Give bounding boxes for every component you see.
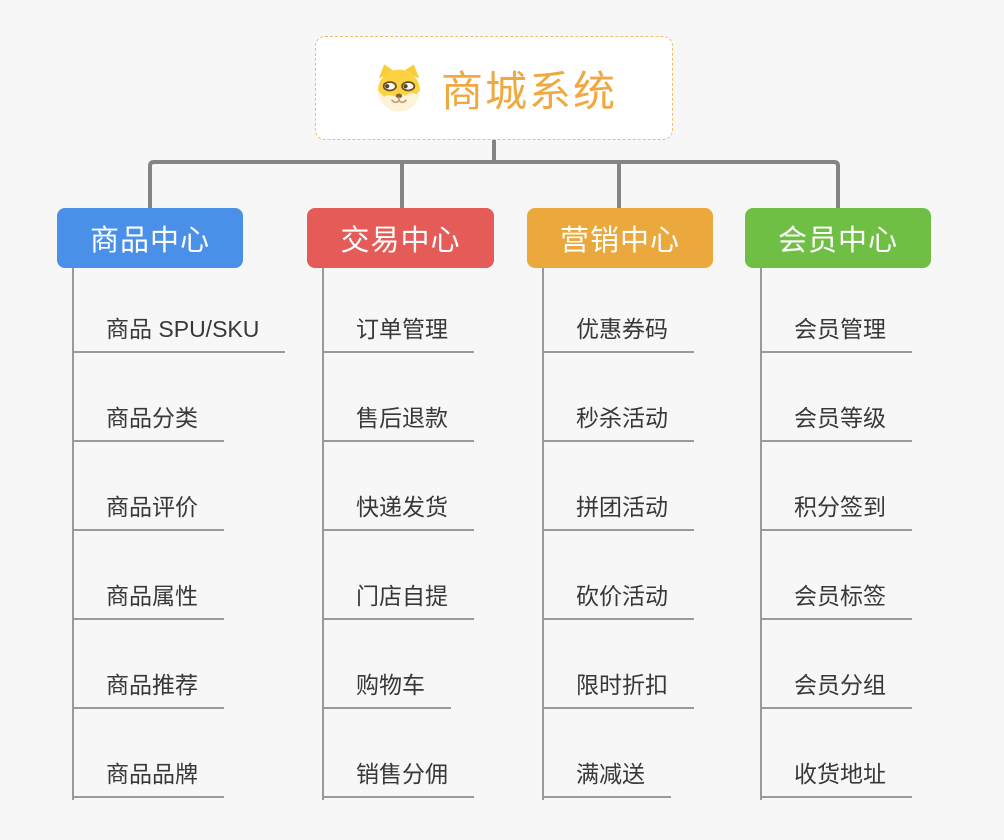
tree-node[interactable]: 会员管理 (760, 313, 912, 353)
tree-node[interactable]: 会员分组 (760, 669, 912, 709)
tree-node[interactable]: 订单管理 (322, 313, 474, 353)
tree-node[interactable]: 优惠券码 (542, 313, 694, 353)
tree-node[interactable]: 限时折扣 (542, 669, 694, 709)
tree-node[interactable]: 商品属性 (72, 580, 224, 620)
tree-node[interactable]: 快递发货 (322, 491, 474, 531)
branch-trunk-line (72, 268, 74, 800)
tree-node[interactable]: 商品 SPU/SKU (72, 313, 286, 353)
tree-node[interactable]: 积分签到 (760, 491, 912, 531)
branch-header[interactable]: 商品中心 (57, 208, 243, 268)
tree-node[interactable]: 秒杀活动 (542, 402, 694, 442)
shiba-dog-icon (377, 64, 420, 112)
tree-node[interactable]: 商品品牌 (72, 758, 224, 798)
tree-node[interactable]: 商品评价 (72, 491, 224, 531)
tree-node[interactable]: 门店自提 (322, 580, 474, 620)
tree-node[interactable]: 销售分佣 (322, 758, 474, 798)
branch-header[interactable]: 营销中心 (527, 208, 713, 268)
tree-node[interactable]: 满减送 (542, 758, 671, 798)
tree-node[interactable]: 商品推荐 (72, 669, 224, 709)
tree-node[interactable]: 会员标签 (760, 580, 912, 620)
branch-header[interactable]: 交易中心 (307, 208, 494, 268)
tree-node[interactable]: 砍价活动 (542, 580, 694, 620)
tree-node[interactable]: 商品分类 (72, 402, 224, 442)
tree-node[interactable]: 收货地址 (760, 758, 912, 798)
tree-node[interactable]: 购物车 (322, 669, 451, 709)
branch-trunk-line (760, 268, 762, 800)
branch-header[interactable]: 会员中心 (745, 208, 931, 268)
tree-node[interactable]: 售后退款 (322, 402, 474, 442)
root-node-label: 商城系统 (440, 67, 617, 115)
tree-node[interactable]: 会员等级 (760, 402, 912, 442)
tree-node[interactable]: 拼团活动 (542, 491, 694, 531)
branch-trunk-line (542, 268, 544, 800)
root-node[interactable]: 商城系统 (315, 36, 673, 140)
branch-trunk-line (322, 268, 324, 800)
